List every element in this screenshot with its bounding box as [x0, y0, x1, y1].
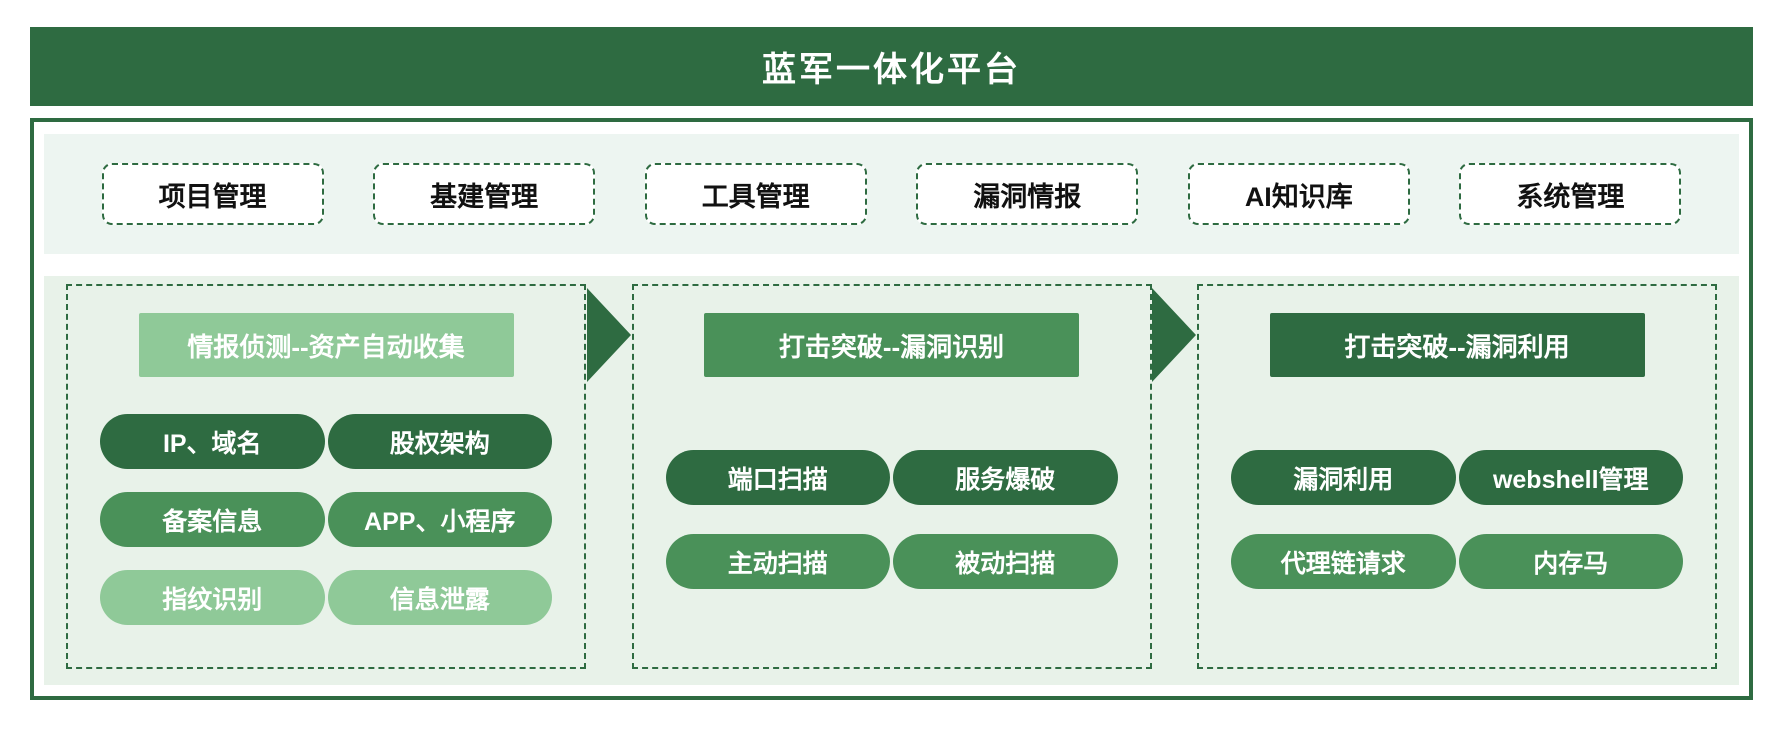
pill-port-scan: 端口扫描 — [665, 450, 890, 505]
pill-memory-shell: 内存马 — [1458, 534, 1683, 589]
pill-ip-domain: IP、域名 — [100, 414, 325, 469]
pill-grid-recon: IP、域名 股权架构 备案信息 APP、小程序 指纹识别 信息泄露 — [68, 414, 584, 625]
pill-app-miniprogram: APP、小程序 — [327, 492, 552, 547]
pill-info-leak: 信息泄露 — [327, 570, 552, 625]
panel-header-vuln-identification: 打击突破--漏洞识别 — [704, 313, 1079, 377]
tab-tool-management[interactable]: 工具管理 — [644, 163, 867, 225]
tab-vulnerability-intel[interactable]: 漏洞情报 — [916, 163, 1139, 225]
pill-active-scan: 主动扫描 — [665, 534, 890, 589]
pill-service-bruteforce: 服务爆破 — [893, 450, 1118, 505]
panel-strike-vuln-identification: 打击突破--漏洞识别 端口扫描 服务爆破 主动扫描 被动扫描 — [631, 284, 1152, 669]
pill-proxy-chain-request: 代理链请求 — [1231, 534, 1456, 589]
tab-infrastructure-management[interactable]: 基建管理 — [373, 163, 596, 225]
platform-container: 项目管理 基建管理 工具管理 漏洞情报 AI知识库 系统管理 情报侦测--资产自… — [30, 118, 1753, 700]
pill-webshell-management: webshell管理 — [1458, 450, 1683, 505]
tab-strip: 项目管理 基建管理 工具管理 漏洞情报 AI知识库 系统管理 — [44, 134, 1739, 254]
pill-grid-vuln-identification: 端口扫描 服务爆破 主动扫描 被动扫描 — [634, 450, 1150, 589]
panel-header-vuln-exploitation: 打击突破--漏洞利用 — [1269, 313, 1645, 377]
panel-header-recon: 情报侦测--资产自动收集 — [138, 313, 514, 377]
panel-recon-asset-collection: 情报侦测--资产自动收集 IP、域名 股权架构 备案信息 APP、小程序 指纹识… — [66, 284, 586, 669]
tab-project-management[interactable]: 项目管理 — [101, 163, 324, 225]
flow-arrow-icon — [586, 288, 631, 382]
panel-strike-vuln-exploitation: 打击突破--漏洞利用 漏洞利用 webshell管理 代理链请求 内存马 — [1197, 284, 1717, 669]
page-title: 蓝军一体化平台 — [762, 51, 1021, 89]
pill-equity-structure: 股权架构 — [327, 414, 552, 469]
pill-grid-vuln-exploitation: 漏洞利用 webshell管理 代理链请求 内存马 — [1199, 450, 1715, 589]
pill-passive-scan: 被动扫描 — [893, 534, 1118, 589]
pill-vuln-exploitation: 漏洞利用 — [1231, 450, 1456, 505]
header-bar: 蓝军一体化平台 — [30, 27, 1753, 106]
tab-ai-knowledge-base[interactable]: AI知识库 — [1187, 163, 1410, 225]
flow-arrow-icon — [1152, 288, 1197, 382]
pill-icp-registration-info: 备案信息 — [100, 492, 325, 547]
flow-diagram: 情报侦测--资产自动收集 IP、域名 股权架构 备案信息 APP、小程序 指纹识… — [44, 276, 1739, 685]
pill-fingerprint-recognition: 指纹识别 — [100, 570, 325, 625]
tab-system-management[interactable]: 系统管理 — [1459, 163, 1682, 225]
